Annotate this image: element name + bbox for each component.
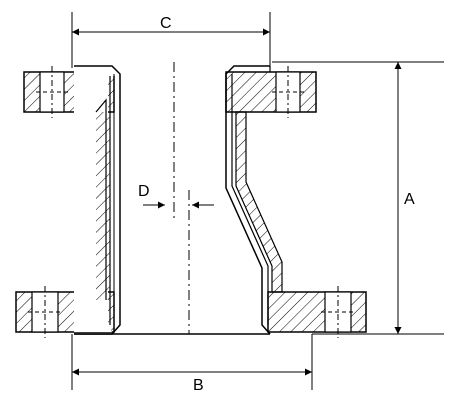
dimension-c bbox=[71, 12, 271, 68]
top-right-flange bbox=[225, 66, 317, 118]
right-pipe-wall bbox=[225, 65, 283, 335]
bottom-right-flange bbox=[267, 286, 367, 338]
left-pipe-wall bbox=[74, 65, 121, 335]
dimension-a-label: A bbox=[404, 191, 415, 208]
dimension-b-label: B bbox=[193, 377, 204, 394]
dimension-b bbox=[71, 334, 313, 390]
dimension-a bbox=[272, 61, 444, 335]
dimension-d-label: D bbox=[138, 183, 150, 200]
dimension-c-label: C bbox=[160, 15, 172, 32]
